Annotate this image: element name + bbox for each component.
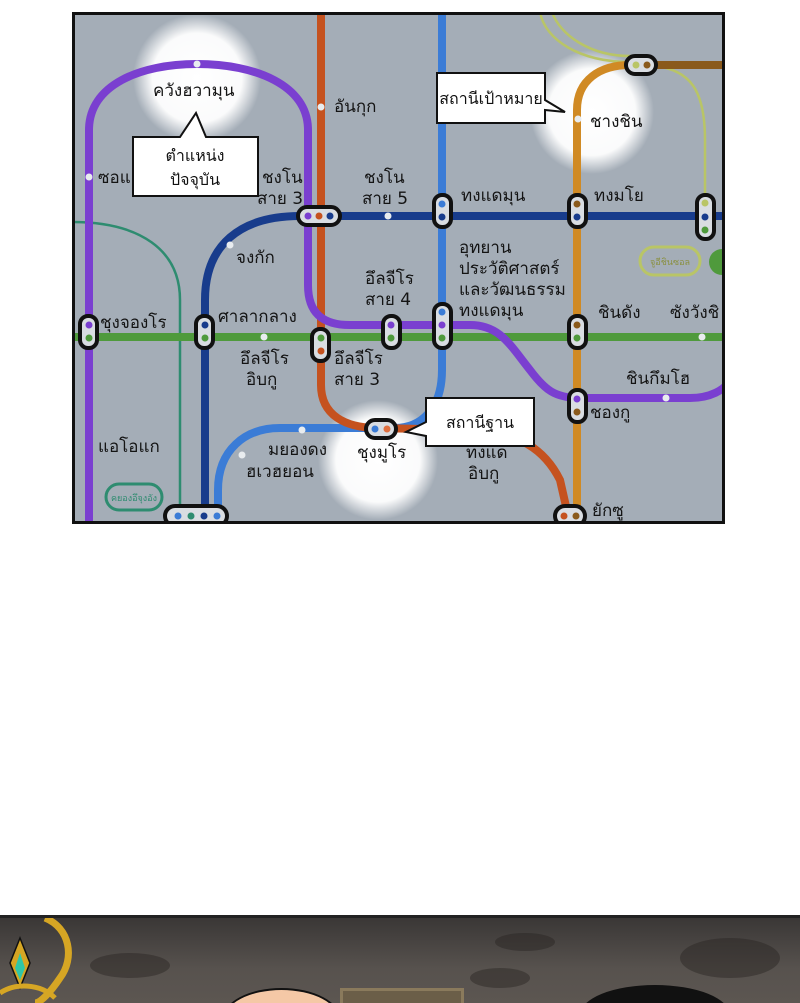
station-dongmyo: ทงมโย bbox=[594, 185, 644, 206]
station-chungmuro: ชุงมูโร bbox=[357, 442, 406, 463]
station-euljiro4-line1: อึลจีโร bbox=[365, 268, 414, 289]
gold-ornament bbox=[0, 918, 72, 1003]
transfer-chungmuro bbox=[364, 418, 398, 440]
station-sindang: ชินดัง bbox=[598, 303, 641, 323]
station-jongno5-line2: สาย 5 bbox=[362, 189, 408, 209]
station-euljiro3-line1: อึลจีโร bbox=[334, 348, 383, 369]
station-euljiro4-line2: สาย 4 bbox=[365, 290, 411, 310]
transfer-chungjeongno bbox=[78, 314, 99, 350]
transfer-euljiro3 bbox=[310, 327, 331, 363]
transfer-stations bbox=[78, 54, 716, 524]
station-sangwangsimni: ซังวังชิ bbox=[670, 303, 719, 323]
station-jongno3-line2: สาย 3 bbox=[257, 189, 303, 209]
station-cheonggu: ชองกู bbox=[590, 403, 630, 423]
station-euljiro3-line2: สาย 3 bbox=[334, 370, 380, 390]
transfer-euljiro4 bbox=[381, 314, 402, 350]
station-myeongdong-line1: มยองดง bbox=[268, 440, 327, 460]
svg-text:สถานีฐาน: สถานีฐาน bbox=[446, 413, 514, 432]
station-dongdae-ipgu-line2: อิบกู bbox=[468, 464, 499, 484]
svg-text:สถานีเป้าหมาย: สถานีเป้าหมาย bbox=[439, 89, 542, 108]
transfer-dongdaemun bbox=[432, 193, 453, 229]
subway-map-panel: คยองอึจุงอัง จูอีชินซอล ตำแหน่ง ปัจจุบัน… bbox=[72, 12, 725, 524]
panel-border bbox=[72, 12, 725, 524]
station-ddp-line1: อุทยาน bbox=[459, 238, 512, 258]
badge-right bbox=[638, 245, 702, 277]
svg-text:ตำแหน่ง: ตำแหน่ง bbox=[166, 146, 225, 165]
station-gwanghwamun: ควังฮวามุน bbox=[153, 81, 235, 101]
transfer-seoul-station bbox=[163, 504, 229, 524]
transfer-sindang bbox=[567, 314, 588, 350]
station-sinkeumho: ชินกึมโฮ bbox=[626, 368, 690, 389]
station-seodaemun: ซอแ bbox=[98, 168, 131, 188]
character-hair bbox=[580, 985, 730, 1003]
station-euljiro1-line2: อิบกู bbox=[246, 370, 277, 390]
badge-green-circle bbox=[709, 249, 725, 275]
wall-stain bbox=[495, 933, 555, 951]
station-yaksu: ยักซู bbox=[592, 501, 624, 521]
line-dark-blue bbox=[201, 212, 725, 524]
station-ddp-line4: ทงแดมุน bbox=[459, 301, 524, 321]
transfer-dots bbox=[85, 61, 709, 520]
transfer-dongmyo bbox=[567, 193, 588, 229]
station-chungjeongno: ชุงจองโร bbox=[100, 312, 167, 333]
station-anguk: อันกุก bbox=[334, 97, 376, 117]
station-dongdae-ipgu-line1: ทงแด bbox=[466, 443, 508, 463]
badge-right-label: จูอีชินซอล bbox=[650, 257, 690, 268]
door-frame bbox=[340, 988, 464, 1003]
line-amber bbox=[573, 61, 634, 524]
wall-stain bbox=[470, 968, 530, 988]
transfer-yaksu bbox=[553, 504, 587, 524]
character-head bbox=[222, 988, 341, 1003]
comic-panel-scene bbox=[0, 915, 800, 1003]
callout-target-station: สถานีเป้าหมาย bbox=[436, 72, 566, 124]
line-teal bbox=[72, 220, 182, 524]
transfer-sinseol bbox=[624, 54, 658, 76]
svg-text:ปัจจุบัน: ปัจจุบัน bbox=[170, 170, 220, 190]
wall-stain bbox=[90, 953, 170, 978]
station-jongno3-line1: ชงโน bbox=[262, 167, 303, 188]
badge-left-label: คยองอึจุงอัง bbox=[111, 493, 157, 504]
transfer-cheonggu bbox=[567, 388, 588, 424]
station-jonggak: จงกัก bbox=[236, 248, 275, 268]
highlight-current bbox=[133, 14, 261, 142]
minor-stations bbox=[85, 60, 706, 459]
station-dongdaemun: ทงแดมุน bbox=[461, 186, 526, 206]
station-city-hall: ศาลากลาง bbox=[218, 307, 297, 327]
station-jongno5-line1: ชงโน bbox=[364, 167, 405, 188]
station-aeogae: แอโอแก bbox=[98, 436, 160, 457]
subway-map: คยองอึจุงอัง จูอีชินซอล ตำแหน่ง ปัจจุบัน… bbox=[72, 12, 725, 524]
callout-base-station: สถานีฐาน bbox=[402, 397, 535, 447]
station-euljiro1-line1: อึลจีโร bbox=[240, 348, 289, 369]
station-changsin: ชางชิน bbox=[590, 112, 643, 132]
highlight-target bbox=[530, 50, 654, 174]
transfer-city-hall bbox=[194, 314, 215, 350]
station-myeongdong-line2: ฮเวฮยอน bbox=[246, 462, 314, 482]
station-ddp-line2: ประวัติศาสตร์ bbox=[459, 259, 560, 279]
wall-stain bbox=[680, 938, 780, 978]
badge-left bbox=[104, 482, 164, 512]
station-ddp-line3: และวัฒนธรรม bbox=[459, 280, 566, 300]
callout-current-location: ตำแหน่ง ปัจจุบัน bbox=[132, 110, 259, 197]
